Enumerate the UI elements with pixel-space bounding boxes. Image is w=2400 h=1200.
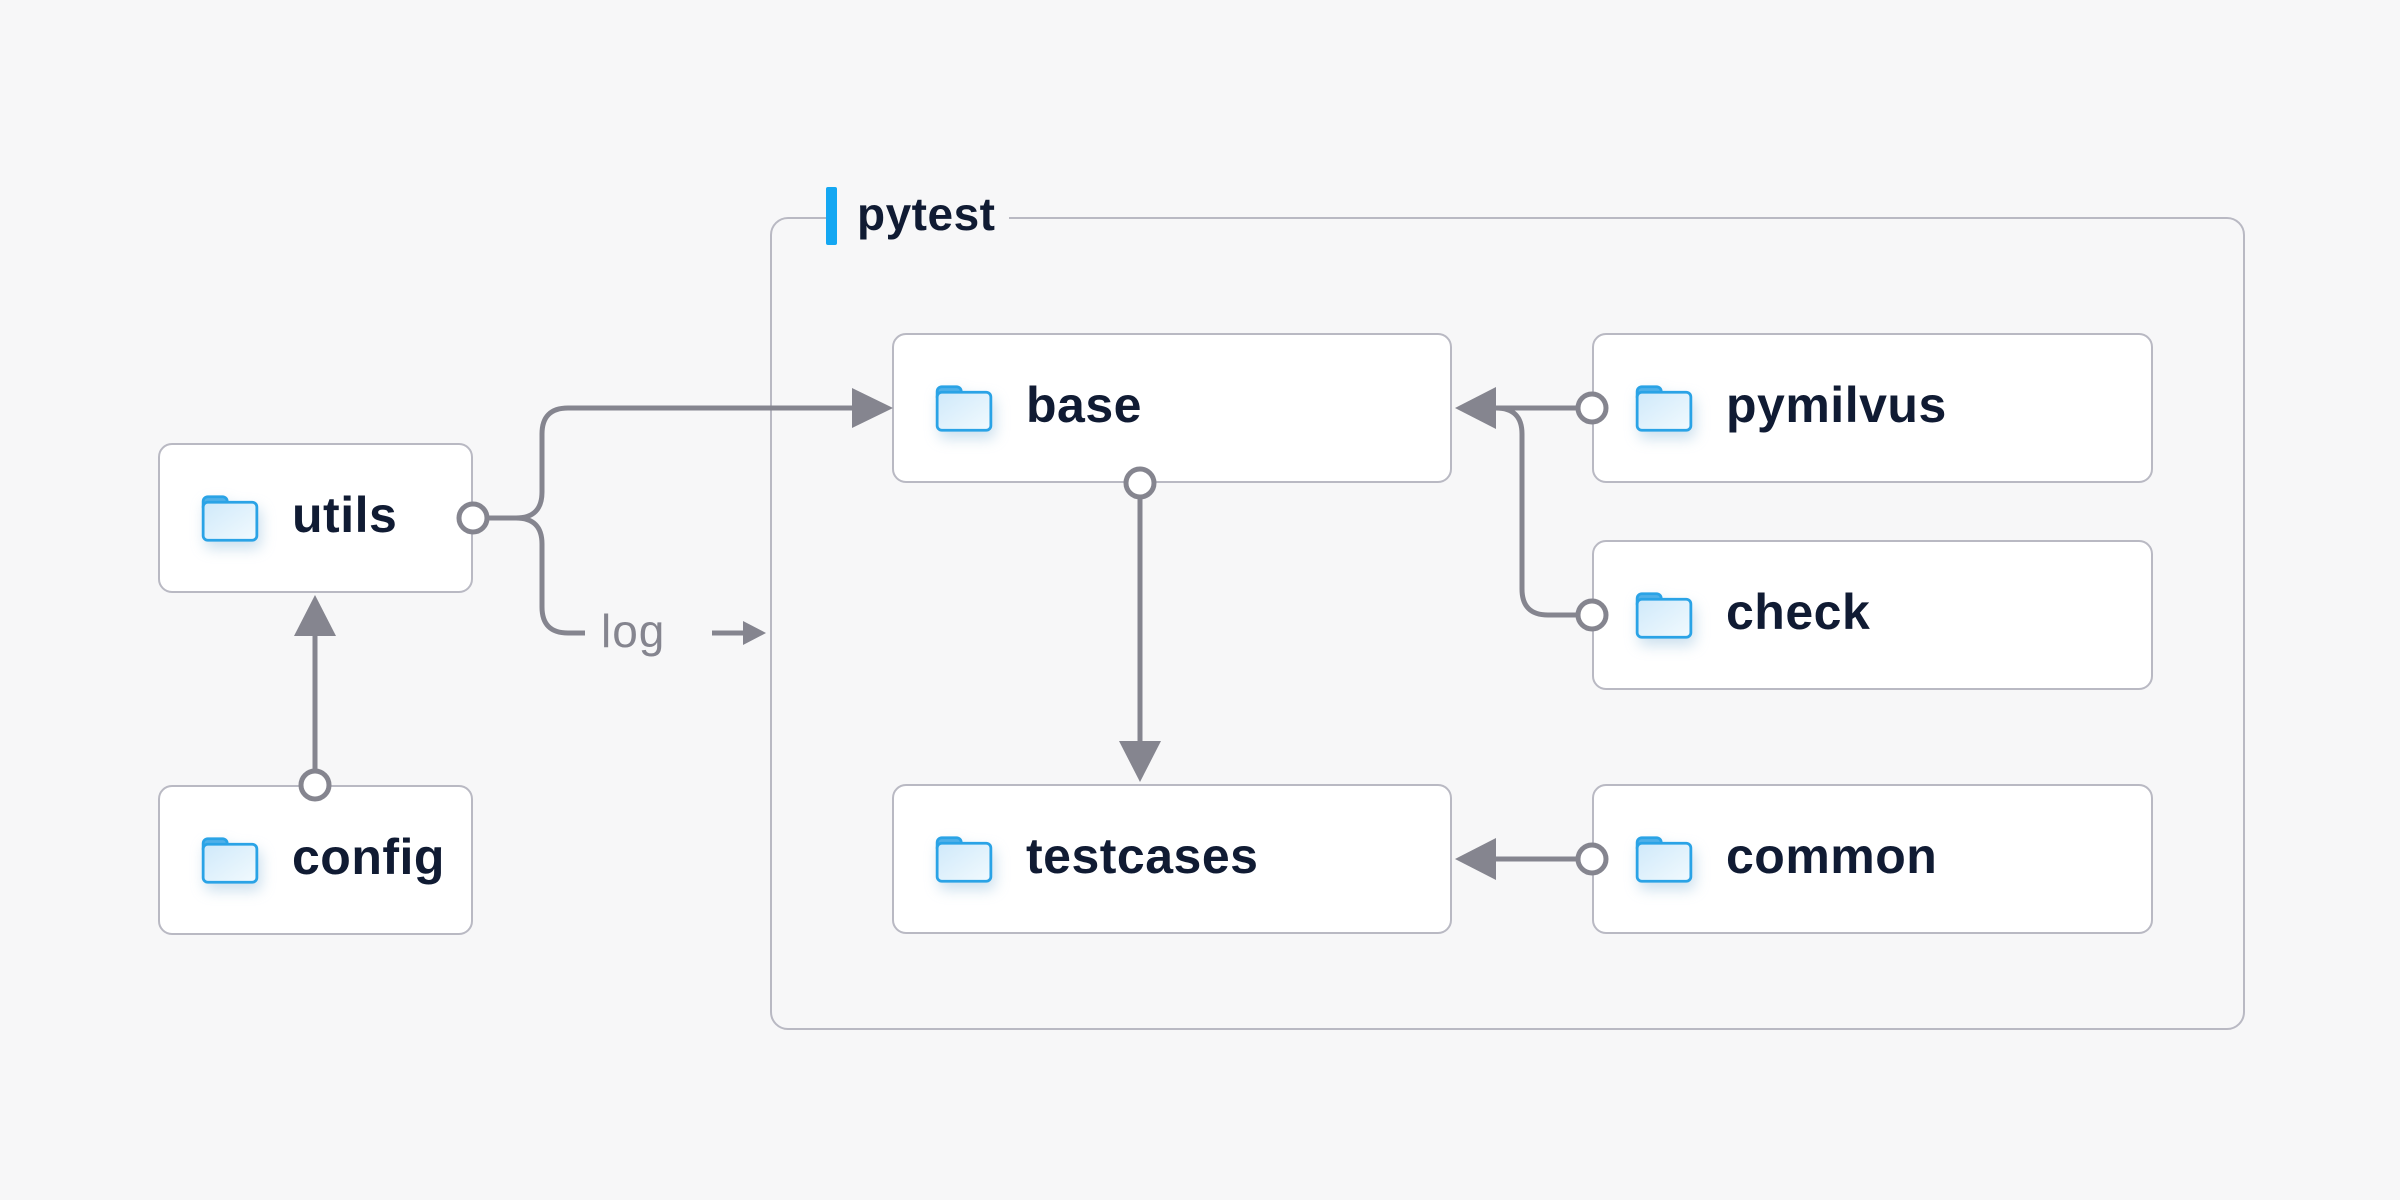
node-pymilvus: pymilvus (1592, 333, 2153, 483)
node-utils: utils (158, 443, 473, 593)
folder-icon (1635, 592, 1693, 639)
node-label: base (1026, 377, 1142, 433)
arrowhead-log (743, 621, 766, 645)
edge-utils-log (489, 515, 585, 636)
folder-icon (935, 385, 993, 432)
pytest-container (770, 217, 2245, 1030)
node-base: base (892, 333, 1452, 483)
container-title-label: pytest (857, 188, 996, 240)
node-label: pymilvus (1726, 377, 1947, 433)
pytest-container-title: pytest (826, 186, 1010, 246)
node-label: config (292, 829, 445, 885)
node-label: utils (292, 487, 398, 543)
folder-icon (1635, 385, 1693, 432)
node-common: common (1592, 784, 2153, 934)
folder-icon (201, 837, 259, 884)
arrowhead-config-utils (294, 595, 336, 636)
log-edge-label: log (601, 605, 666, 657)
node-testcases: testcases (892, 784, 1452, 934)
node-label: check (1726, 584, 1871, 640)
folder-icon (1635, 836, 1693, 883)
node-label: testcases (1026, 828, 1259, 884)
folder-icon (201, 495, 259, 542)
folder-icon (935, 836, 993, 883)
node-config: config (158, 785, 473, 935)
accent-bar-icon (826, 187, 837, 245)
node-label: common (1726, 828, 1938, 884)
node-check: check (1592, 540, 2153, 690)
